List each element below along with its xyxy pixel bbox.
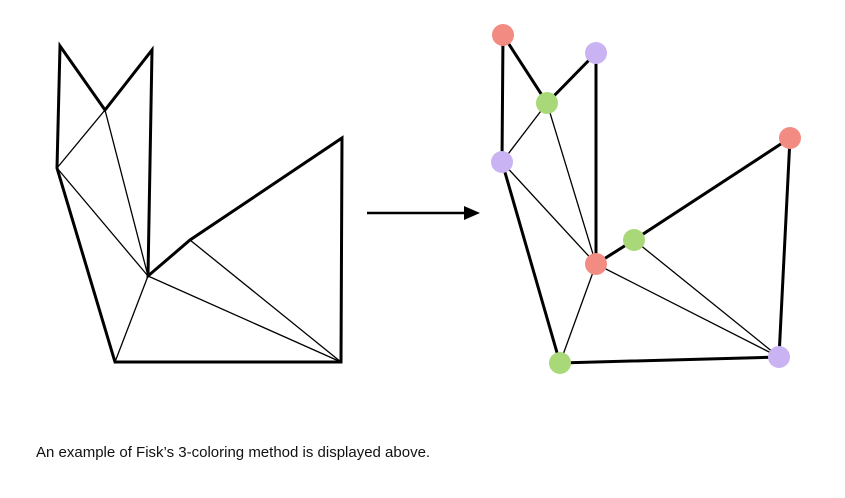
vertex-green bbox=[536, 92, 558, 114]
transform-arrow bbox=[367, 206, 480, 220]
left-triangulated-polygon bbox=[55, 41, 344, 364]
vertex-purple bbox=[585, 42, 607, 64]
right-diagonals bbox=[501, 102, 780, 364]
vertex-green bbox=[549, 352, 571, 374]
figure-caption: An example of Fisk’s 3-coloring method i… bbox=[36, 444, 431, 461]
right-colored-polygon bbox=[491, 24, 801, 374]
vertex-green bbox=[623, 229, 645, 251]
vertex-purple bbox=[768, 346, 790, 368]
vertex-purple bbox=[491, 151, 513, 173]
vertex-red bbox=[492, 24, 514, 46]
left-polygon-boundary bbox=[55, 41, 344, 364]
left-diagonals bbox=[56, 109, 342, 363]
colored-vertices bbox=[491, 24, 801, 374]
vertex-red bbox=[585, 253, 607, 275]
vertex-red bbox=[779, 127, 801, 149]
right-polygon-boundary bbox=[500, 29, 792, 365]
